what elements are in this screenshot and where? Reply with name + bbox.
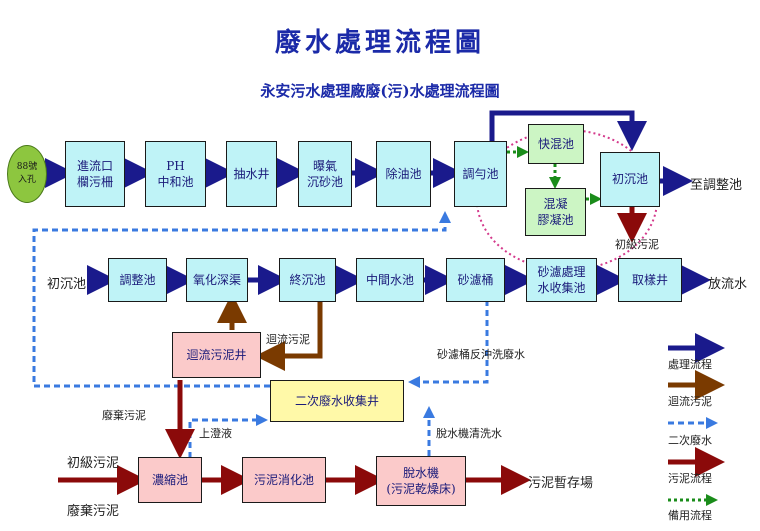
rapid-mix-node: 快混池 [528,124,584,164]
dewatering-node: 脫水機 (污泥乾燥床) [376,456,466,506]
equalization-node: 調勻池 [454,141,507,207]
screen-node: 進流口 欄污柵 [65,141,125,207]
intermediate-tank-node: 中間水池 [356,258,424,302]
oxidation-ditch-node: 氧化深渠 [186,258,248,302]
legend-label-secondary: 二次廢水 [668,434,712,447]
filtered-water-collection-node: 砂濾處理 水收集池 [526,258,597,302]
dewater-wash-label: 脫水機清洗水 [436,427,502,440]
digester-node: 污泥消化池 [242,457,326,503]
legend-label-return: 迴流污泥 [668,395,712,408]
supernatant-label: 上澄液 [199,427,232,440]
return-sludge-well-node: 迴流污泥井 [172,332,261,378]
flocculation-node: 混凝 膠凝池 [525,188,586,236]
legend-label-standby: 備用流程 [668,509,712,522]
backwash-label: 砂濾桶反沖洗廢水 [437,348,525,361]
thickener-node: 濃縮池 [138,457,202,503]
sampling-well-node: 取樣井 [618,258,682,302]
inlet-line2: 入孔 [17,175,36,185]
ph-neutralization-node: PH 中和池 [145,141,206,207]
arrow-backwash [408,300,489,388]
primary-sludge-label: 初級污泥 [615,238,659,251]
page-title: 廢水處理流程圖 [274,28,485,58]
arrow-eq-bypass [489,110,647,151]
inlet-manhole-node: 88號 入孔 [7,145,47,203]
legend-arrows [668,333,725,506]
discharge-label: 放流水 [708,277,748,292]
primary-sludge-in-label: 初級污泥 [67,456,120,471]
sludge-storage-label: 污泥暫存場 [528,476,594,491]
oil-removal-node: 除油池 [376,141,431,207]
grit-chamber-node: 曝氣 沉砂池 [298,141,352,207]
arrow-secondary-loop [32,211,451,388]
primary-clarifier-node: 初沉池 [600,152,660,207]
row2-start-label: 初沉池 [47,277,87,292]
legend-label-sludge: 污泥流程 [668,472,712,485]
inlet-line1: 88號 [16,162,38,173]
page-subtitle: 永安污水處理廠廢(污)水處理流程圖 [260,82,500,100]
legend-label-process: 處理流程 [668,358,712,371]
secondary-collection-well-node: 二次廢水收集井 [270,380,404,422]
return-sludge-label: 迴流污泥 [266,333,310,346]
to-adjust-label: 至調整池 [690,178,743,193]
pump-well-node: 抽水井 [226,141,277,207]
waste-sludge-in-label: 廢棄污泥 [67,504,120,519]
sand-filter-node: 砂濾桶 [446,258,505,302]
arrow-final-return [255,300,323,371]
adjust-tank-node: 調整池 [108,258,167,302]
final-clarifier-node: 終沉池 [279,258,336,302]
waste-sludge-label: 廢棄污泥 [102,409,146,422]
